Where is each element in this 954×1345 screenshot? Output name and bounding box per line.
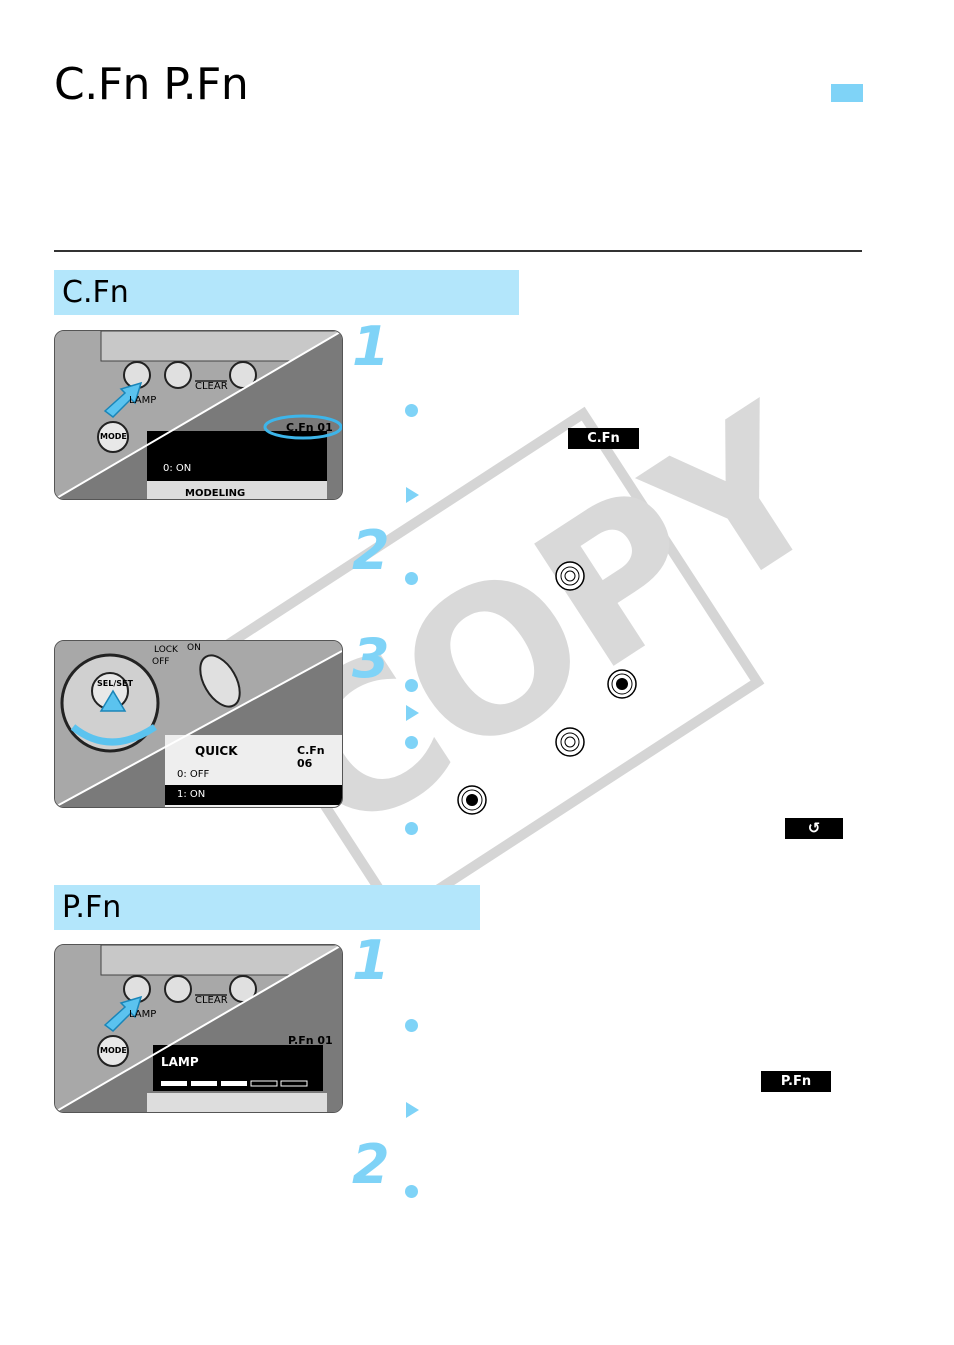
cfn-badge: C.Fn [568,428,639,449]
lamp-item-label: LAMP [161,1055,199,1069]
cfn-step-1: 1 [352,315,390,378]
flash-panel-illustration [55,331,342,499]
pfn-photo: CLEAR LAMP MODE P.Fn 01 LAMP [54,944,343,1113]
option-label: 0: ON [163,463,192,474]
option-off-label: 0: OFF [177,769,210,780]
bullet-dot [405,822,418,835]
section-divider [54,250,862,252]
rotate-arrow-icon [70,724,157,746]
cfn-step-2: 2 [352,519,390,582]
cfn-photo-2: SEL/SET OFF LOCK ON QUICK C.Fn 06 0: OFF… [54,640,343,808]
pfn-step-2: 2 [352,1133,390,1196]
highlight-oval [263,414,342,440]
function-button-2 [164,361,192,389]
mode-button [97,421,129,453]
off-label: OFF [152,657,170,667]
on-label: ON [187,643,201,653]
dial-icon [555,727,585,757]
cfn-section-header: C.Fn [54,270,519,315]
cfn-section-title: C.Fn [62,275,129,310]
lock-label: LOCK [154,645,178,655]
dial-panel-illustration [55,641,342,807]
next-item-label: MODELING [185,488,246,499]
bullet-dot [405,1019,418,1032]
clear-label: CLEAR [195,995,228,1006]
pfn-step-1: 1 [352,929,390,992]
pfn-section-title: P.Fn [62,890,122,925]
page-title: C.Fn P.Fn [54,59,249,110]
quick-item-label: QUICK [195,744,238,758]
bullet-arrow [406,705,419,721]
mode-label: MODE [100,1046,127,1055]
clear-label: CLEAR [195,381,228,392]
pfn-section-header: P.Fn [54,885,480,930]
set-dial-icon [607,669,637,699]
cfn06-code-label: C.Fn 06 [297,744,325,770]
bullet-dot [405,736,418,749]
mode-label: MODE [100,432,127,441]
bullet-arrow [406,487,419,503]
bullet-dot [405,404,418,417]
lamp-label: LAMP [129,395,157,406]
press-arrow-icon-2 [99,689,127,712]
lamp-label: LAMP [129,1009,157,1020]
cfn-photo-1: CLEAR LAMP MODE C.Fn 01 0: ON MODELING [54,330,343,500]
bullet-dot [405,572,418,585]
set-dial-icon [457,785,487,815]
mode-button [97,1035,129,1067]
bullet-dot [405,1185,418,1198]
bullet-arrow [406,1102,419,1118]
back-badge: ↺ [785,818,843,839]
cfn-step-3: 3 [352,627,390,690]
function-button-2 [164,975,192,1003]
flash-panel-illustration [55,945,342,1112]
chapter-tab-marker [831,84,863,102]
cfn-code-label: C.Fn 01 [286,421,333,434]
press-arrow-icon [103,381,143,418]
bullet-dot [405,679,418,692]
option-on-label: 1: ON [177,789,206,800]
dial-icon [555,561,585,591]
lock-switch [199,654,241,708]
pfn-code-label: P.Fn 01 [288,1034,333,1047]
pfn-badge: P.Fn [761,1071,831,1092]
press-arrow-icon [103,995,143,1032]
dial-label: SEL/SET [97,679,133,688]
